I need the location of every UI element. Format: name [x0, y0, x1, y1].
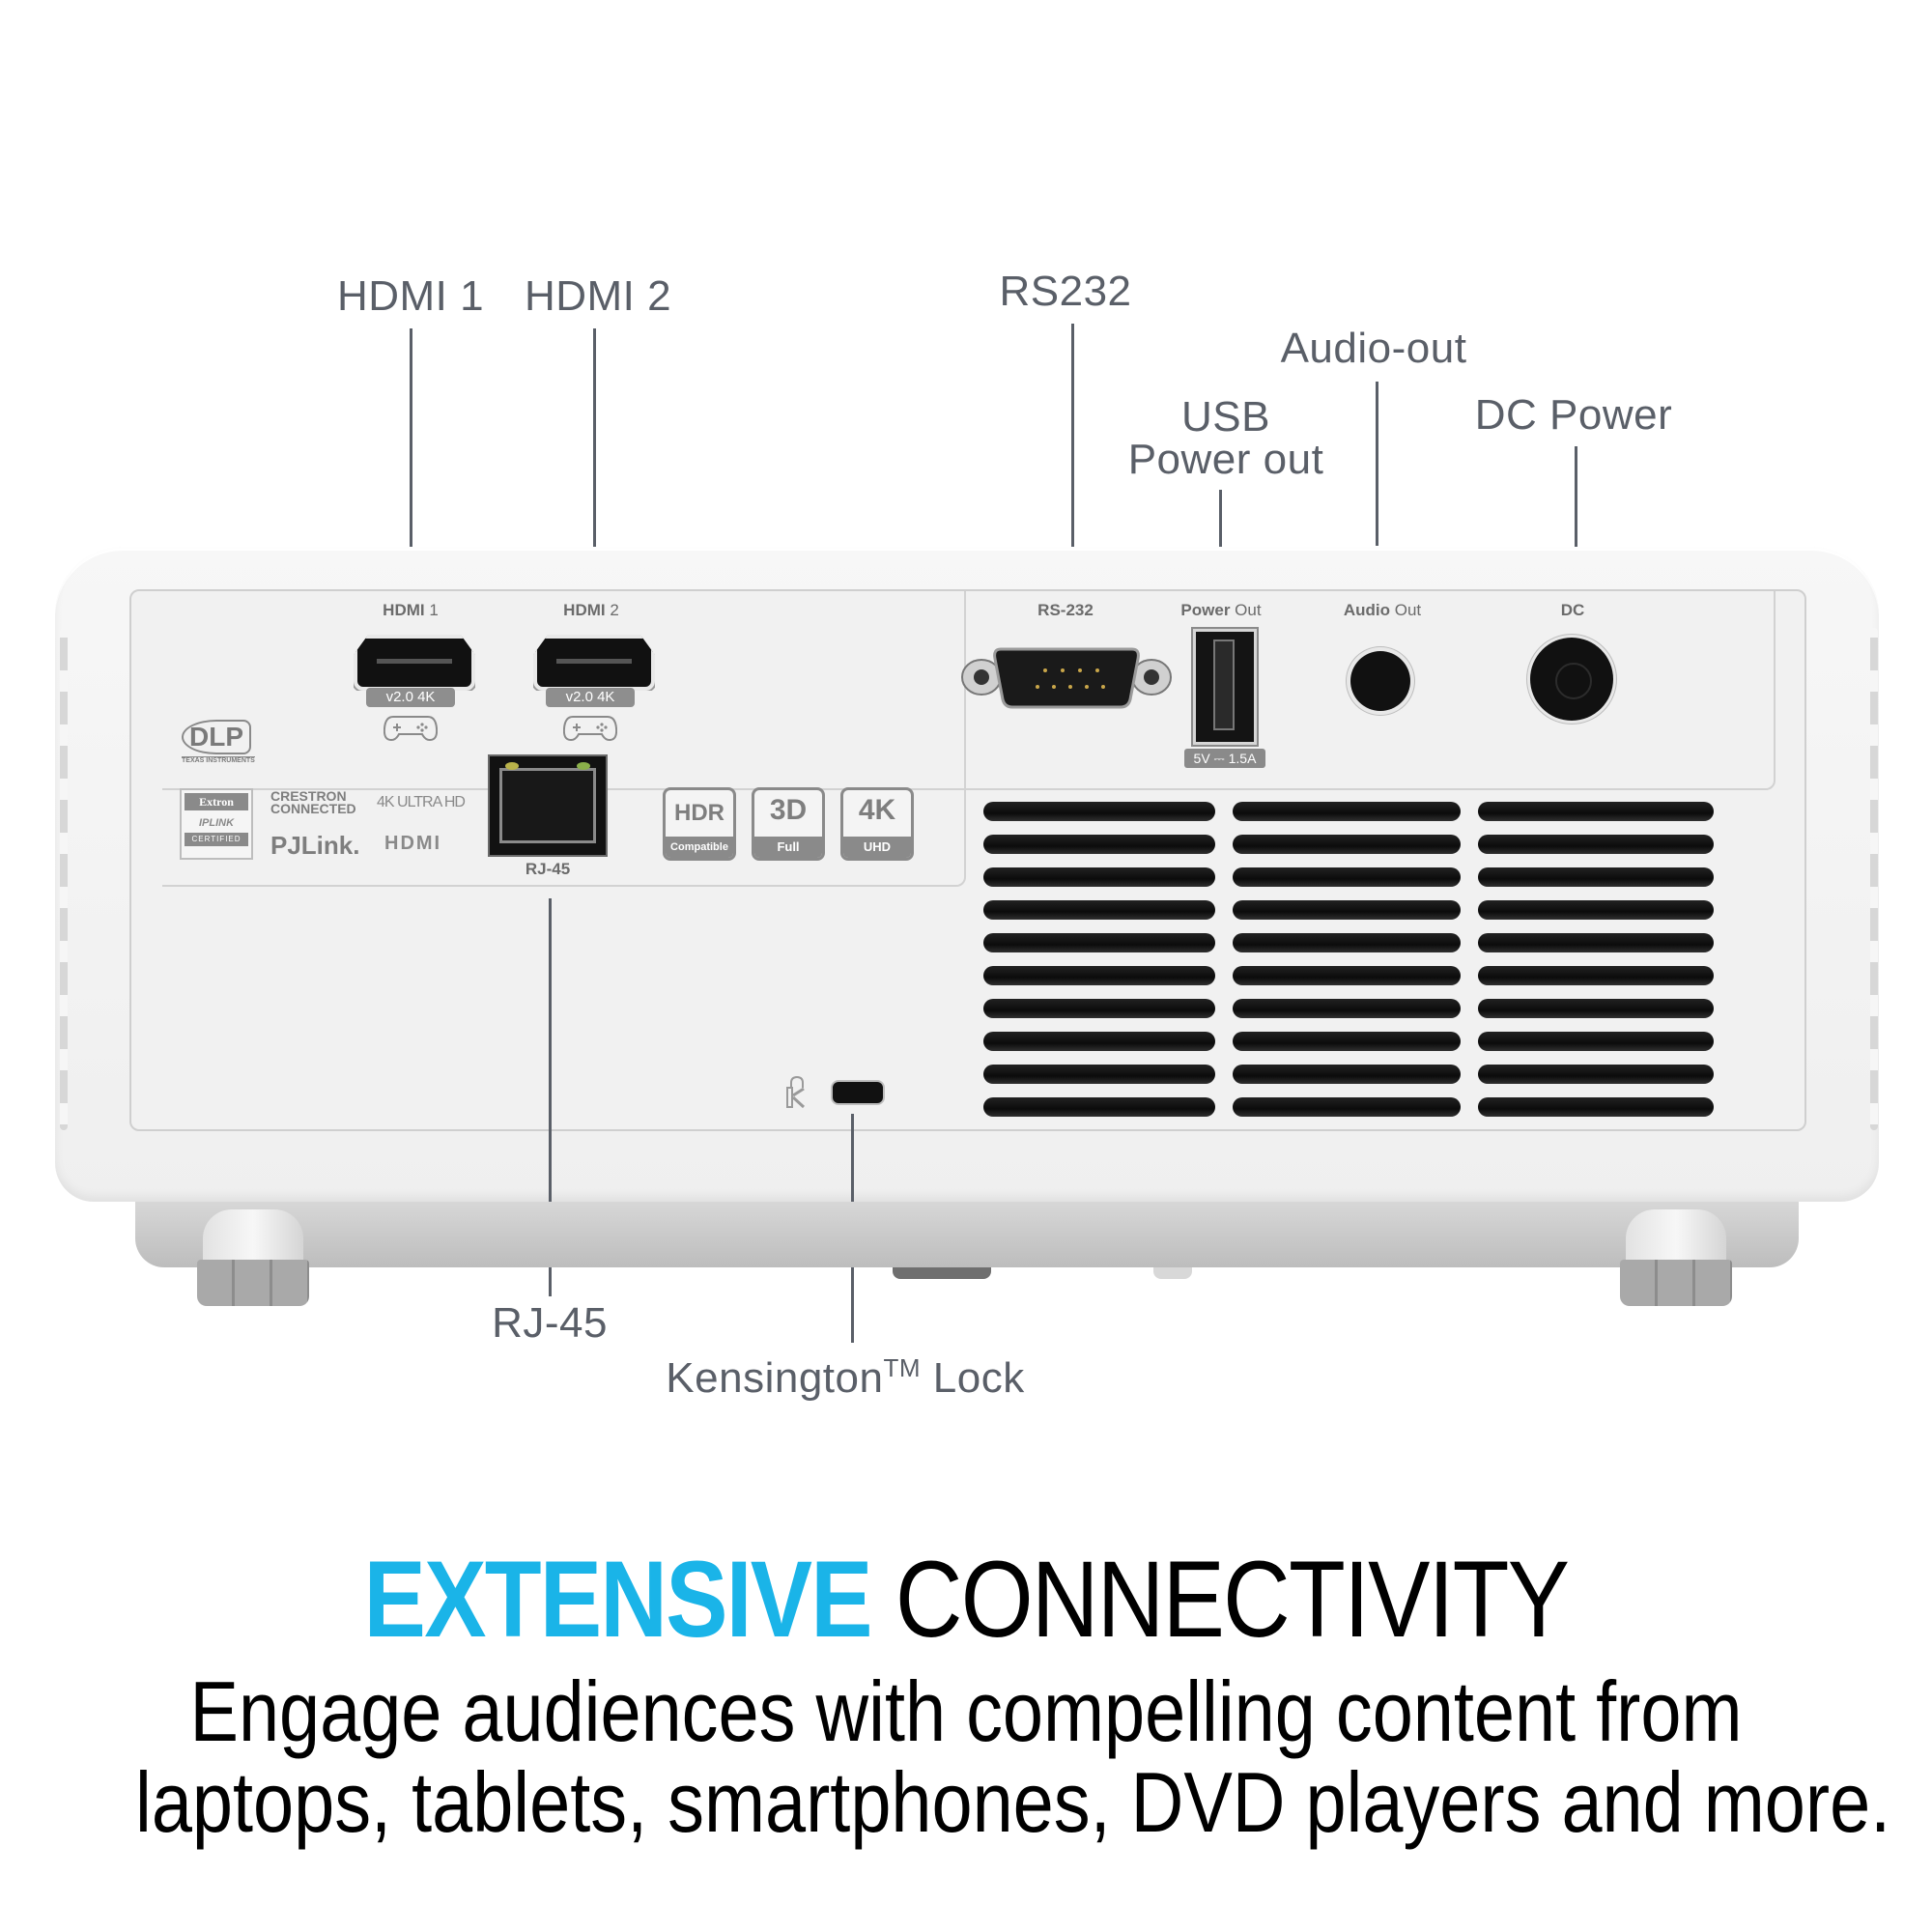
callout-hdmi2: HDMI 2	[524, 272, 672, 320]
headline-plain: CONNECTIVITY	[895, 1539, 1570, 1660]
gamepad-icon	[563, 716, 617, 742]
rj45-led-left	[505, 762, 519, 770]
page-headline: EXTENSIVE CONNECTIVITY	[135, 1546, 1797, 1654]
extron-iplink-logo: Extron IPLINK CERTIFIED	[180, 788, 253, 860]
adjustable-foot-right[interactable]	[1620, 1209, 1732, 1306]
rj45-port[interactable]	[488, 754, 608, 857]
rj45-led-right	[577, 762, 590, 770]
callout-rs232: RS232	[999, 268, 1132, 315]
adjustable-foot-left[interactable]	[197, 1209, 309, 1306]
callout-usb-power-out: USB Power out	[1127, 393, 1324, 484]
leader-line-audio-out	[1376, 382, 1378, 546]
dlp-logo: DLP TEXAS INSTRUMENTS	[182, 720, 255, 764]
body-text-line-1: Engage audiences with compelling content…	[189, 1663, 1743, 1759]
callout-usb-line2: Power out	[1127, 436, 1324, 484]
hdmi-logo: HDMI	[384, 833, 442, 854]
hdr-compatible-badge: HDR Compatible	[663, 787, 736, 861]
panel-label-power-out: Power Out	[1180, 601, 1262, 619]
4k-ultra-hd-logo: 4K ULTRA HD	[377, 794, 466, 810]
rs232-db9-port[interactable]	[960, 643, 1173, 711]
dc-power-jack[interactable]	[1530, 638, 1613, 721]
4k-uhd-badge: 4K UHD	[840, 787, 914, 861]
callout-audio-out: Audio-out	[1280, 325, 1467, 372]
panel-label-rs232: RS-232	[1037, 601, 1094, 619]
bottom-tab-right	[1153, 1267, 1192, 1279]
leader-line-hdmi1	[410, 328, 412, 578]
hdmi1-version-badge: v2.0 4K	[366, 688, 455, 707]
port-area-upper	[162, 591, 1776, 790]
callout-dc-power: DC Power	[1474, 391, 1673, 439]
port-area-left	[162, 591, 966, 887]
leader-line-rj45	[549, 898, 552, 1296]
pjlink-logo: PJLink.	[270, 831, 360, 860]
kensington-lock-icon	[786, 1075, 806, 1109]
gamepad-icon	[384, 716, 438, 742]
side-vent-left	[60, 628, 68, 1130]
leader-line-dc-power	[1575, 446, 1577, 548]
panel-label-rj45: RJ-45	[525, 860, 571, 878]
leader-line-hdmi2	[593, 328, 596, 578]
kensington-lock-slot[interactable]	[831, 1080, 885, 1105]
panel-label-dc: DC	[1560, 601, 1585, 619]
panel-label-hdmi1: HDMI 1	[383, 601, 439, 619]
usb-power-out-port[interactable]	[1193, 629, 1257, 745]
body-text-line-2: laptops, tablets, smartphones, DVD playe…	[135, 1754, 1891, 1850]
usb-rating-label: 5V ⎓ 1.5A	[1184, 749, 1265, 768]
callout-usb-line1: USB	[1181, 393, 1270, 440]
audio-out-jack[interactable]	[1350, 651, 1410, 711]
hdmi2-version-badge: v2.0 4K	[546, 688, 635, 707]
hdmi2-port[interactable]	[533, 635, 655, 691]
side-vent-right	[1870, 628, 1878, 1130]
hdmi1-port[interactable]	[354, 635, 475, 691]
callout-rj45: RJ-45	[492, 1299, 608, 1347]
leader-line-rs232	[1071, 324, 1074, 572]
panel-label-audio-out: Audio Out	[1343, 601, 1422, 619]
projector-bottom-bezel	[135, 1202, 1799, 1267]
panel-label-hdmi2: HDMI 2	[563, 601, 619, 619]
leader-line-usb	[1219, 490, 1222, 563]
callout-hdmi1: HDMI 1	[336, 272, 485, 320]
crestron-connected-logo: CRESTRON CONNECTED	[270, 788, 356, 816]
exhaust-vent-grille	[983, 802, 1714, 1130]
callout-kensington-lock: KensingtonTM Lock	[666, 1353, 1025, 1402]
bottom-tab-center	[893, 1267, 991, 1279]
3d-full-badge: 3D Full	[752, 787, 825, 861]
headline-accent: EXTENSIVE	[363, 1539, 873, 1660]
